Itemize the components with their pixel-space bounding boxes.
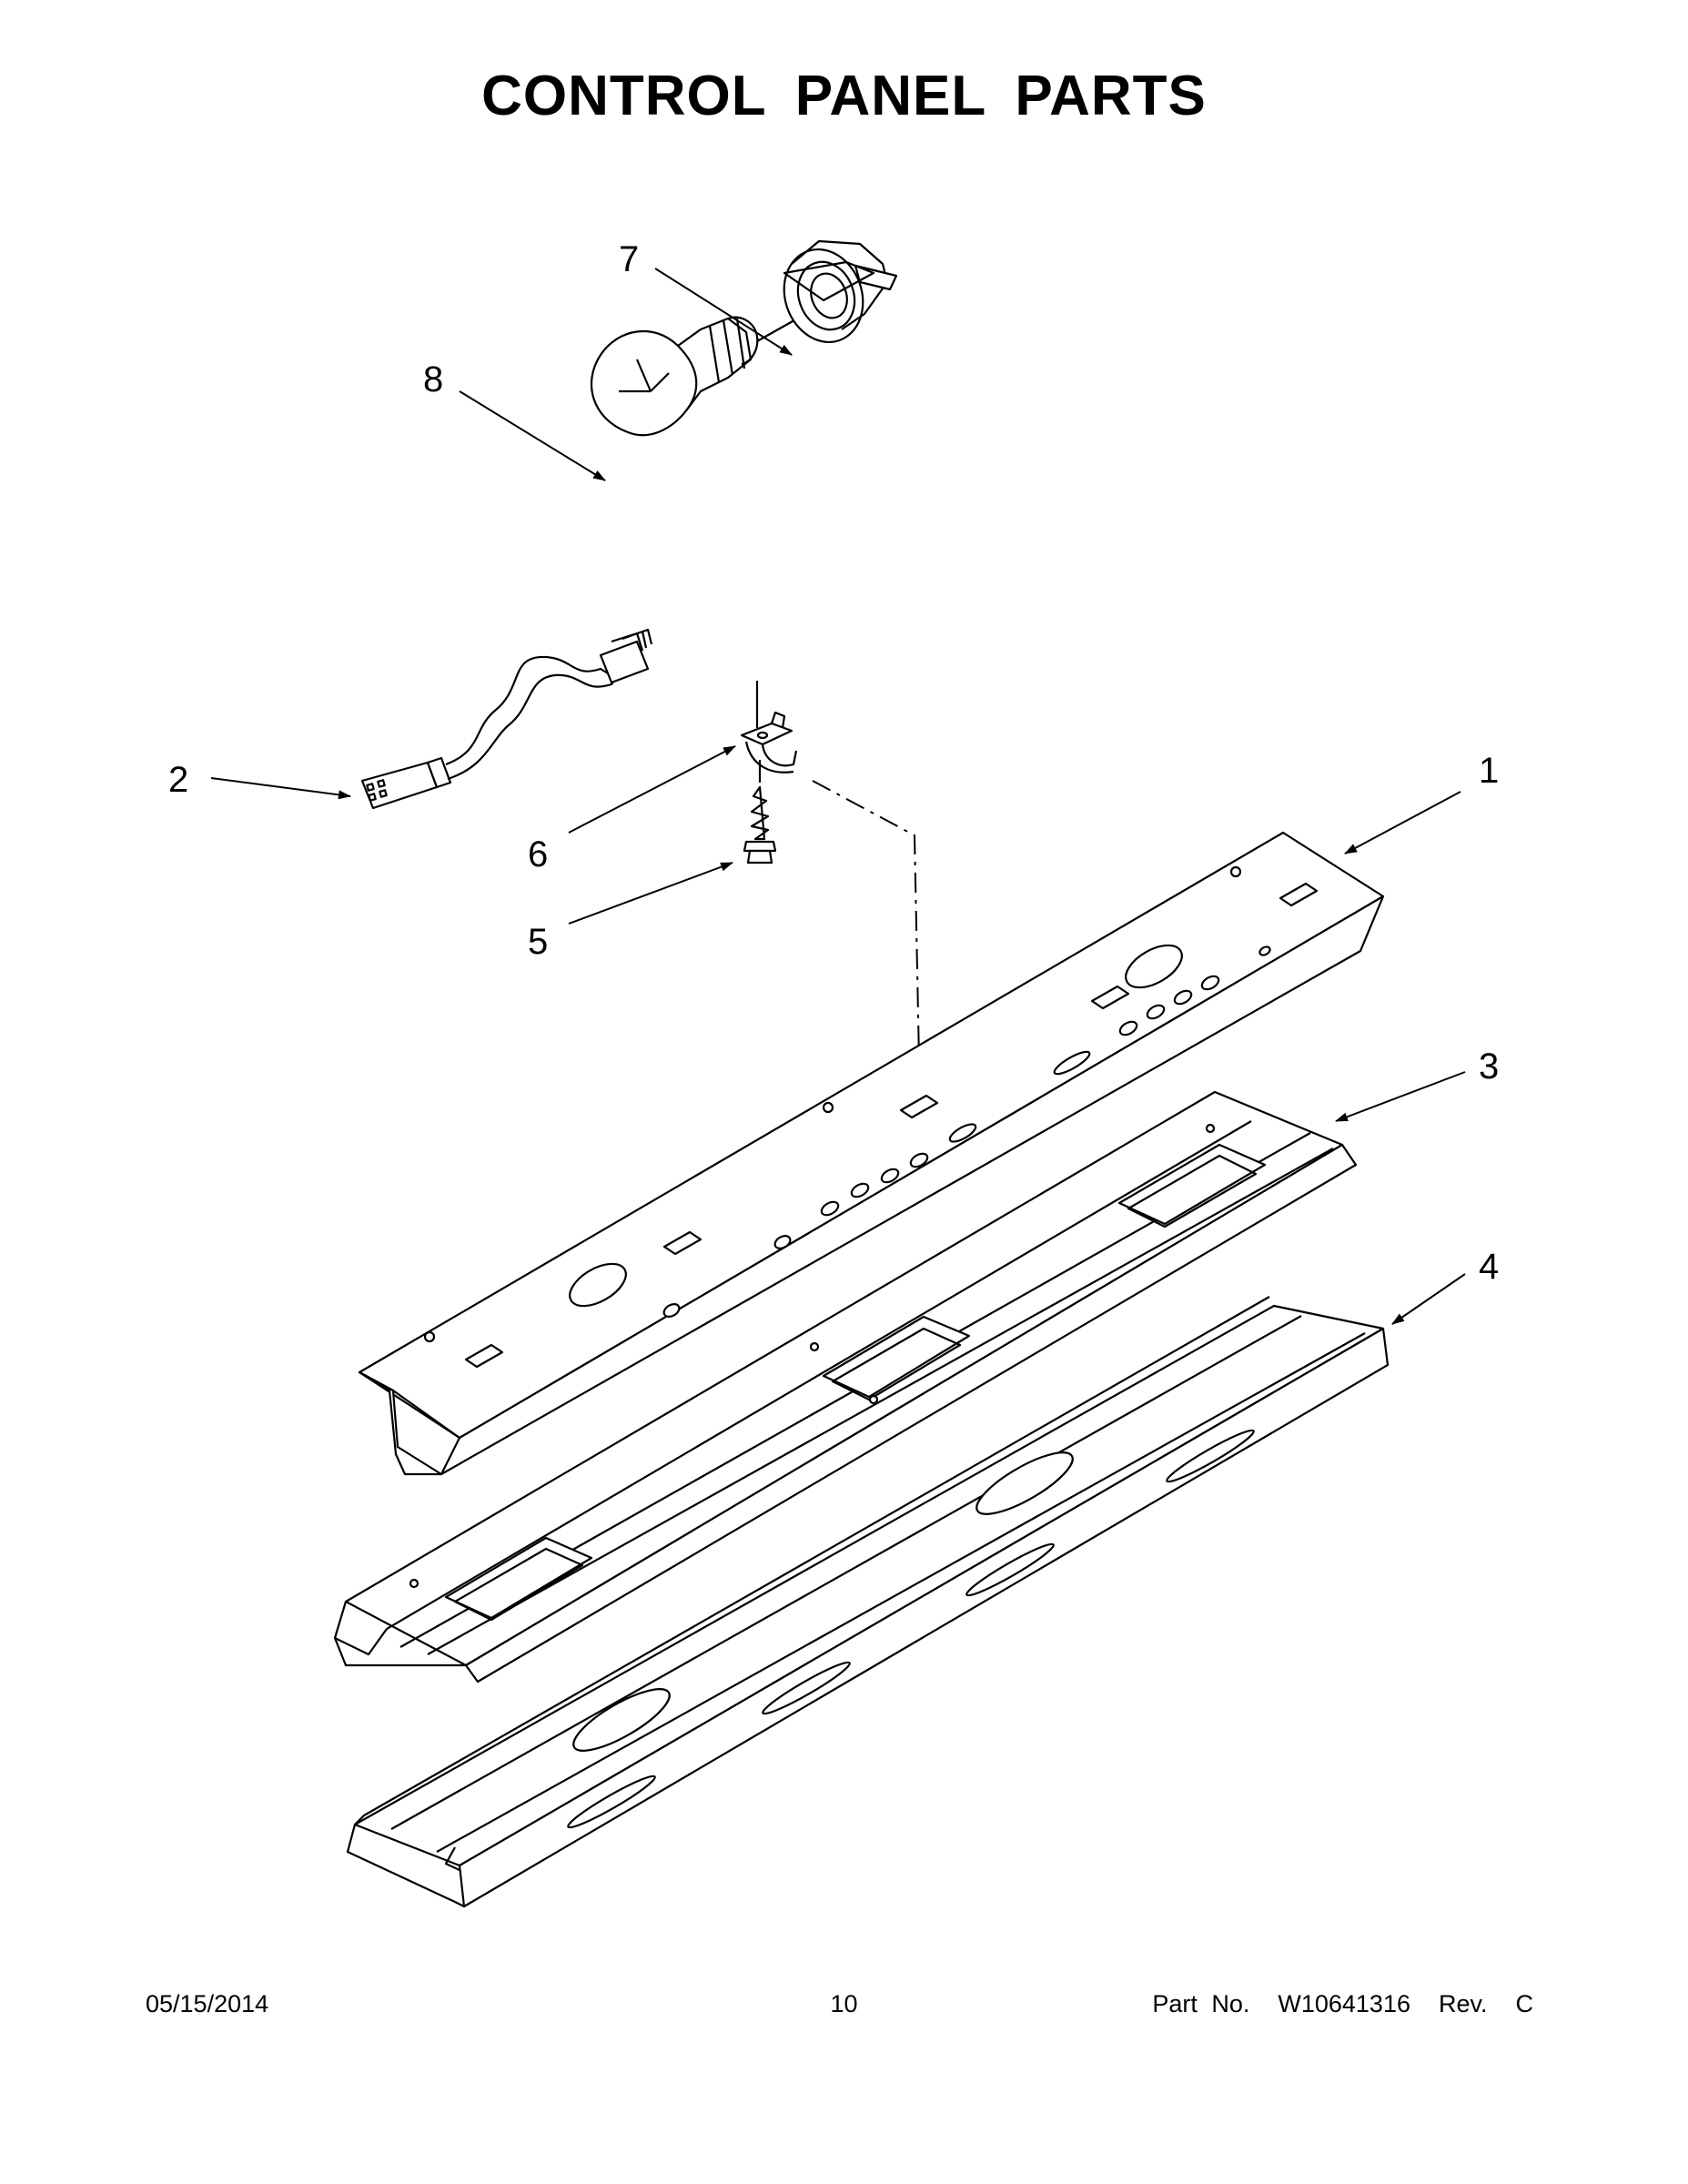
control-panel-part [358, 831, 1385, 1476]
leader-lines [210, 268, 1466, 1325]
panel-bracket-part [333, 1090, 1358, 1684]
footer-date: 05/15/2014 [146, 1990, 269, 2017]
lower-channel-part [346, 1296, 1390, 1908]
callout-1: 1 [1479, 751, 1499, 791]
page-title: CONTROL PANEL PARTS [481, 65, 1207, 127]
callout-5: 5 [528, 922, 548, 962]
screw-part [743, 760, 777, 864]
footer-page-number: 10 [830, 1990, 858, 2017]
callout-2: 2 [168, 760, 188, 800]
callout-6: 6 [528, 834, 548, 875]
wire-harness-part [360, 628, 653, 810]
light-bulb-part [590, 316, 802, 437]
lamp-socket-part [783, 239, 898, 344]
callout-3: 3 [1479, 1046, 1499, 1087]
alignment-centerline [812, 780, 920, 1061]
mounting-clip-part [740, 681, 798, 774]
callout-4: 4 [1479, 1247, 1499, 1287]
callout-7: 7 [619, 239, 639, 279]
callout-8: 8 [423, 359, 443, 399]
leader-line-8 [459, 390, 606, 481]
footer-part-number: Part No. W10641316 Rev. C [1152, 1990, 1533, 2017]
